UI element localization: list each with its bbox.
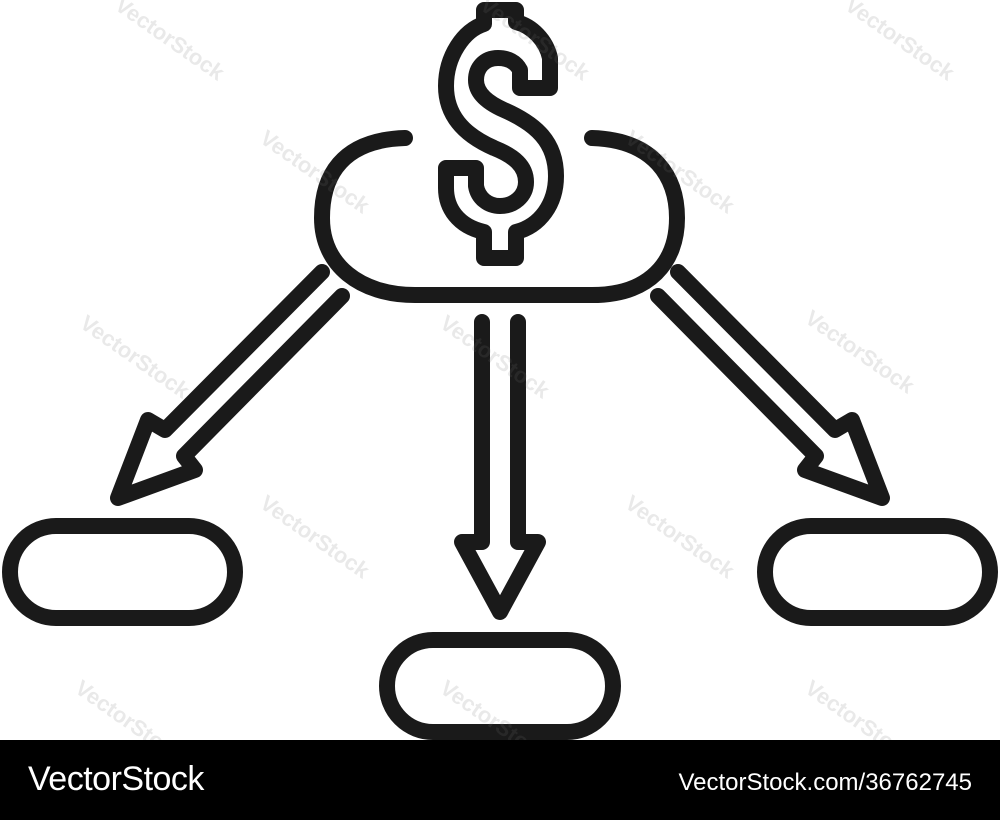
arrow-center	[454, 314, 546, 620]
outcome-box-left	[2, 518, 243, 626]
cloud-shape	[314, 130, 685, 303]
image-reference-link[interactable]: VectorStock.com/36762745	[678, 769, 972, 796]
outcome-box-right	[757, 518, 998, 626]
dollar-icon	[438, 2, 564, 266]
arrow-right	[650, 264, 890, 506]
arrow-left	[110, 264, 350, 506]
outcome-box-center	[379, 632, 621, 740]
brand-logo-text: VectorStock	[28, 760, 204, 798]
money-distribution-icon	[2, 2, 998, 740]
icon-canvas	[2, 2, 998, 740]
footer-bar: VectorStock VectorStock.com/36762745	[0, 740, 1000, 820]
